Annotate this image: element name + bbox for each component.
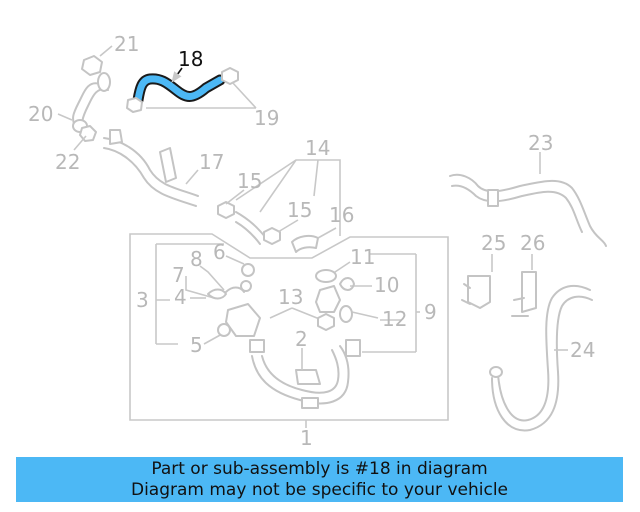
part-17-pipe xyxy=(103,129,199,207)
part-24-hose xyxy=(489,284,593,432)
callout-5: 5 xyxy=(190,333,203,357)
callout-24: 24 xyxy=(570,338,595,362)
callout-2: 2 xyxy=(295,327,308,351)
callout-14: 14 xyxy=(305,136,330,160)
callout-19: 19 xyxy=(254,106,279,130)
part-18-hose xyxy=(132,73,226,106)
banner-line-2: Diagram may not be specific to your vehi… xyxy=(130,479,508,500)
callout-22: 22 xyxy=(55,150,80,174)
callout-15b: 15 xyxy=(287,198,312,222)
leader-14 xyxy=(235,159,341,236)
callout-1: 1 xyxy=(300,426,313,450)
callout-11: 11 xyxy=(350,245,375,269)
part-19-clamps xyxy=(126,67,239,113)
part-14-hose xyxy=(235,211,267,245)
callout-7: 7 xyxy=(172,263,185,287)
part-6-fitting xyxy=(240,263,255,292)
part-15-clamp-upper xyxy=(217,201,235,219)
leader-21 xyxy=(99,45,113,57)
assembly-outline xyxy=(129,233,449,421)
callout-13: 13 xyxy=(278,285,303,309)
callout-17: 17 xyxy=(199,150,224,174)
callout-12: 12 xyxy=(382,307,407,331)
callout-8: 8 xyxy=(190,247,203,271)
leader-22 xyxy=(73,135,87,151)
leader-6 xyxy=(225,255,245,265)
leader-19 xyxy=(146,81,257,109)
leader-3 xyxy=(155,243,224,345)
callout-20: 20 xyxy=(28,102,53,126)
leader-20 xyxy=(57,113,73,121)
callout-6: 6 xyxy=(213,240,226,264)
part-4-clamp xyxy=(207,286,245,300)
leader-13 xyxy=(269,307,323,321)
part-26-bracket xyxy=(511,271,537,317)
leader-17 xyxy=(185,169,199,185)
part-3-housing xyxy=(217,303,265,353)
callout-15a: 15 xyxy=(237,169,262,193)
info-banner: Part or sub-assembly is #18 in diagram D… xyxy=(16,457,623,502)
banner-line-1: Part or sub-assembly is #18 in diagram xyxy=(151,458,488,479)
part-13-clamp xyxy=(317,313,335,331)
callout-23: 23 xyxy=(528,131,553,155)
callout-18: 18 xyxy=(178,47,203,71)
part-9-housing xyxy=(315,285,361,357)
part-2-hose xyxy=(251,345,350,409)
leader-12 xyxy=(351,311,379,319)
leader-7 xyxy=(185,276,215,299)
leader-18 xyxy=(171,67,183,83)
leader-15-lower xyxy=(277,219,299,233)
leader-10 xyxy=(350,253,417,353)
part-20-hose xyxy=(72,72,111,133)
part-23-pipe xyxy=(449,173,607,247)
callout-4: 4 xyxy=(174,285,187,309)
part-21-clamp xyxy=(81,55,103,76)
part-22-clamp xyxy=(79,125,97,142)
leader-16 xyxy=(317,227,337,239)
leader-5 xyxy=(203,333,223,345)
part-15-clamp-lower xyxy=(263,227,281,245)
callout-25: 25 xyxy=(481,231,506,255)
callout-3: 3 xyxy=(136,288,149,312)
callout-21: 21 xyxy=(114,32,139,56)
part-25-valve xyxy=(461,275,491,309)
callout-16: 16 xyxy=(329,203,354,227)
leader-8 xyxy=(199,265,225,291)
leader-15-upper xyxy=(225,189,245,205)
callout-26: 26 xyxy=(520,231,545,255)
part-10-clip xyxy=(339,277,355,291)
part-16-hose xyxy=(291,234,319,253)
callout-10: 10 xyxy=(374,273,399,297)
callout-9: 9 xyxy=(424,300,437,324)
callout-labels: 21 18 20 19 22 17 14 23 15 15 16 6 11 25… xyxy=(28,32,595,450)
part-11-oring xyxy=(315,269,337,283)
